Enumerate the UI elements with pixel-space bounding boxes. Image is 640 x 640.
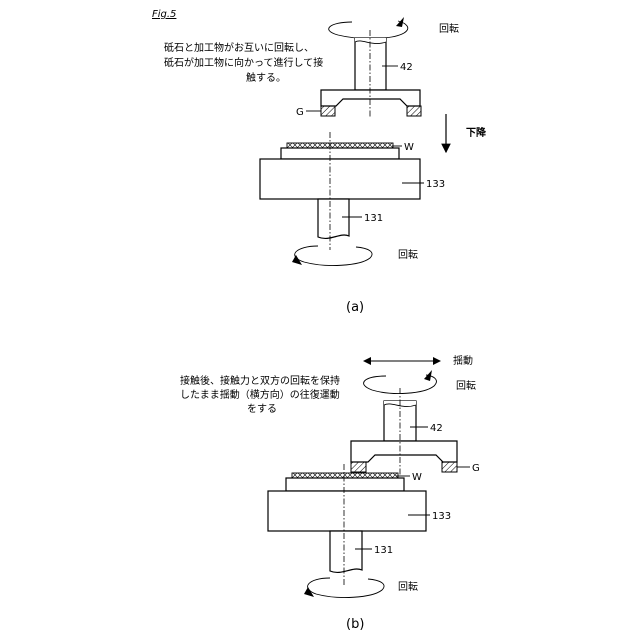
table-label-b: 133 [432,511,451,522]
note-a-line-1: 砥石と加工物がお互いに回転し、 [164,41,314,54]
workpiece-a [287,143,393,148]
note-a-line-3: 触する。 [246,71,286,84]
spindle-label-b: 42 [430,423,443,434]
grindstone-label-b: G [472,463,480,474]
panel-a: 回転 砥石と加工物がお互いに回転し、 砥石が加工物に向かって進行して接 触する。… [164,17,487,315]
top-rotation-label-a: 回転 [439,23,459,35]
grindstone-label-a: G [296,107,304,118]
grindstone-holder-a [321,90,420,106]
top-rotation-label-b: 回転 [456,380,476,392]
chuck-b [286,478,404,491]
grindstone-right-b [442,462,457,472]
grindstone-right-a [407,106,421,116]
caption-b: (b) [346,617,364,632]
top-rotation-arrow-a [329,17,408,39]
table-label-a: 133 [426,179,445,190]
note-a-line-2: 砥石が加工物に向かって進行して接 [164,56,323,69]
table-133-a [260,159,420,199]
note-b-line-1: 接触後、接触力と双方の回転を保持 [180,374,340,387]
shaft-131-b [330,531,362,572]
note-b-line-3: をする [247,403,277,415]
table-133-b [268,491,426,531]
note-b-line-2: したまま揺動（横方向）の往復運動 [180,388,340,401]
workpiece-label-a: W [404,142,414,153]
swing-label: 揺動 [453,354,473,367]
workpiece-b [292,473,398,478]
descend-label: 下降 [466,126,487,139]
shaft-131-a [318,199,349,238]
bottom-rotation-label-b: 回転 [398,581,418,593]
grindstone-holder-b [351,441,457,462]
bottom-rotation-arrow-a [292,246,372,265]
grindstone-left-a [321,106,335,116]
chuck-a [281,148,399,159]
panel-b: 揺動 回転 接触後、接触力と双方の回転を保持 したまま揺動（横方向）の往復運動 … [180,354,480,632]
bottom-rotation-label-a: 回転 [398,249,418,261]
figure-label: Fig.5 [152,9,176,20]
spindle-42-a [355,38,386,90]
workpiece-label-b: W [412,472,422,483]
spindle-label-a: 42 [400,62,413,73]
shaft-label-a: 131 [364,213,383,224]
shaft-label-b: 131 [374,545,393,556]
grindstone-left-b [351,462,366,472]
caption-a: (a) [346,300,364,315]
